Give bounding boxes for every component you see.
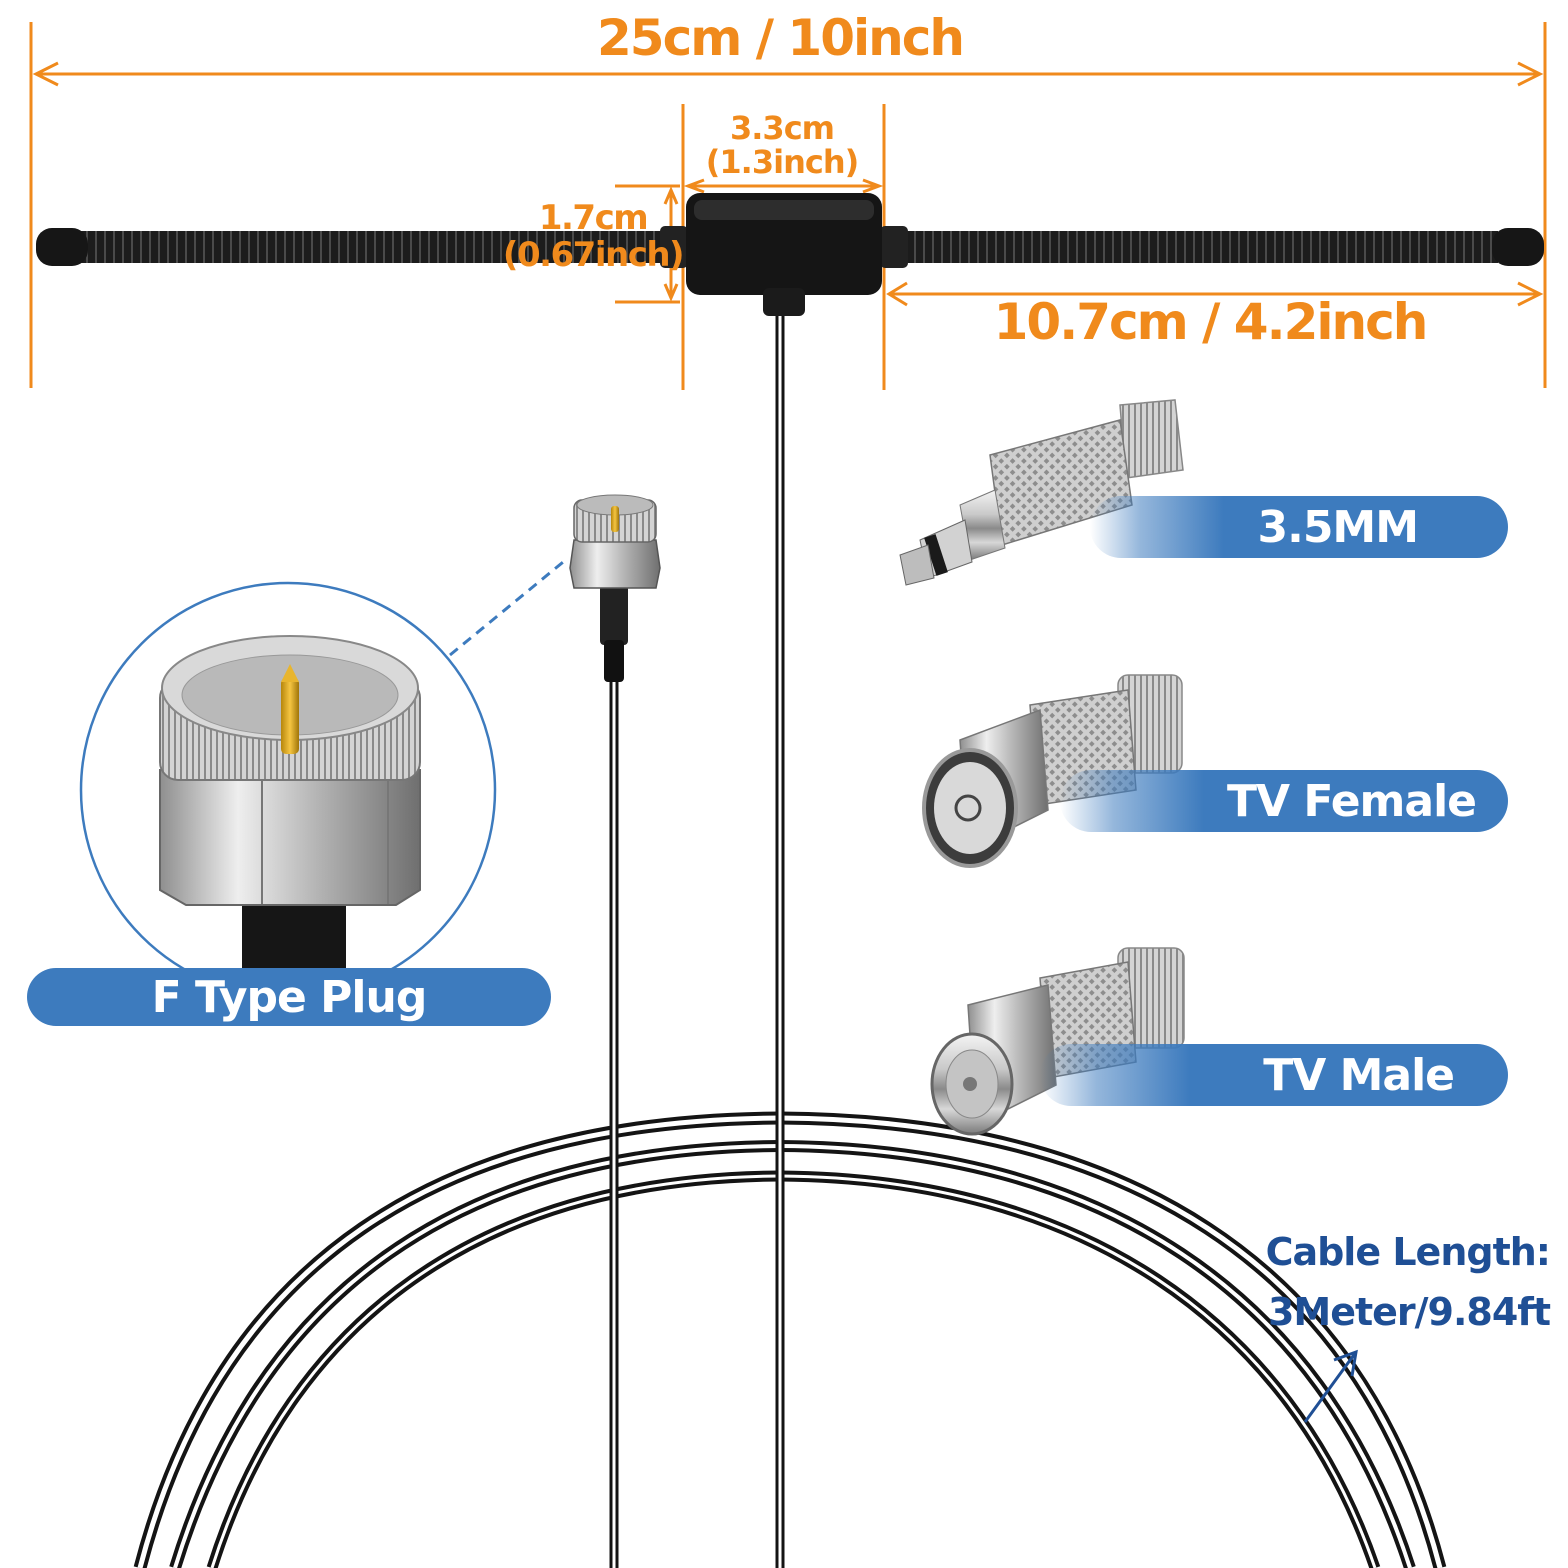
cable-length-text: Cable Length: 3Meter/9.84ft: [1200, 1222, 1551, 1342]
antenna-right-arm: [898, 231, 1498, 263]
box-height-inch: (0.67inch): [502, 235, 685, 276]
cable-length-value: 3Meter/9.84ft: [1267, 1290, 1551, 1334]
antenna-left-arm: [80, 231, 668, 263]
arm-length-label: 10.7cm / 4.2inch: [993, 293, 1429, 351]
box-width-inch: (1.3inch): [705, 142, 859, 181]
antenna-right-tip: [1492, 228, 1544, 266]
adapter-tv-female-image: [922, 674, 1183, 868]
cable-length-arrow: [1303, 1349, 1358, 1423]
box-height-cm: 1.7cm: [538, 198, 649, 238]
tv-male-label: TV Male: [1040, 1044, 1508, 1106]
box-height-label: 1.7cm (0.67inch): [498, 198, 688, 276]
box-width-label: 3.3cm (1.3inch): [700, 109, 864, 181]
adapter-35mm-label: 3.5MM: [1090, 496, 1508, 558]
f-type-plug-zoom: [79, 581, 497, 999]
adapter-tv-male-image: [930, 947, 1185, 1136]
dipole-antenna: [36, 193, 1544, 316]
antenna-left-tip: [36, 228, 88, 266]
cable-coil: [133, 316, 1447, 1568]
f-type-plug-label: F Type Plug: [27, 968, 551, 1026]
total-length-label: 25cm / 10inch: [597, 9, 965, 67]
box-width-cm: 3.3cm: [730, 109, 835, 147]
cable-strain-relief: [763, 288, 805, 316]
f-connector-small: [569, 494, 661, 682]
cable-length-label: Cable Length:: [1265, 1230, 1551, 1274]
tv-female-label: TV Female: [1060, 770, 1508, 832]
zoom-pointer-line: [449, 556, 569, 657]
